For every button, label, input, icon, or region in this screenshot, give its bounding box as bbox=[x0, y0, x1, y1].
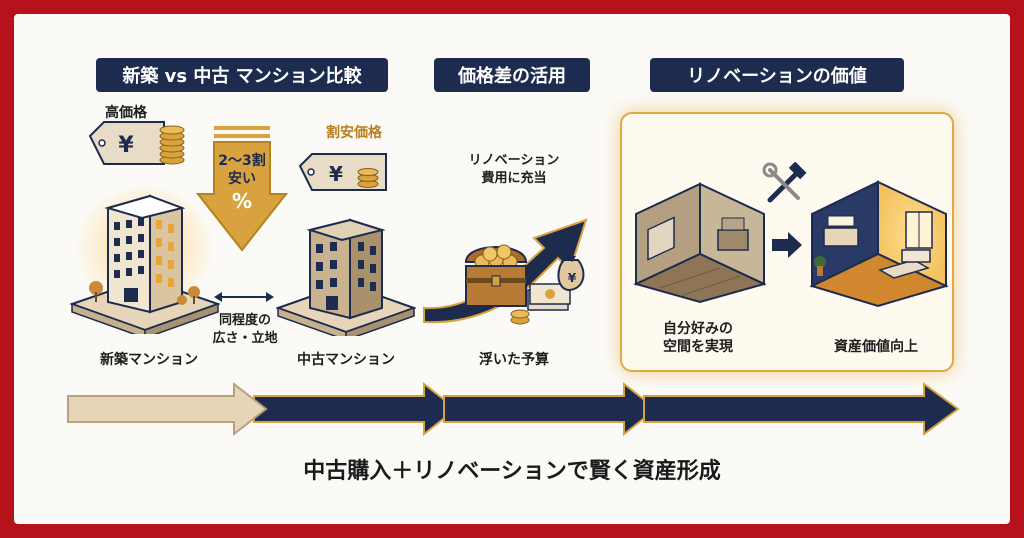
yen-symbol-small: ¥ bbox=[329, 162, 343, 186]
low-price-tag-icon: ¥ bbox=[298, 153, 387, 191]
before-room-icon bbox=[633, 182, 767, 304]
discount-arrow-icon bbox=[196, 126, 288, 252]
budget-use-line2: 費用に充当 bbox=[481, 171, 547, 186]
same-size-line2: 広さ・立地 bbox=[212, 331, 278, 346]
discount-line1: 2〜3割 bbox=[218, 153, 266, 169]
infographic-canvas: 新築 vs 中古 マンション比較 価格差の活用 リノベーションの価値 高価格 ¥ bbox=[14, 14, 1010, 524]
header-compare: 新築 vs 中古 マンション比較 bbox=[96, 58, 388, 92]
flow-arrow-3 bbox=[443, 381, 658, 437]
high-price-tag-icon: ¥ bbox=[88, 121, 185, 165]
new-building-label: 新築マンション bbox=[100, 352, 198, 368]
double-arrow-icon bbox=[214, 292, 274, 302]
own-space-line1: 自分好みの bbox=[663, 321, 733, 337]
new-building-icon bbox=[70, 188, 220, 334]
yen-symbol: ¥ bbox=[118, 133, 134, 158]
saved-budget-label: 浮いた予算 bbox=[479, 352, 549, 368]
tools-icon bbox=[762, 162, 807, 203]
budget-use-line1: リノベーション bbox=[468, 153, 560, 168]
treasure-chest-icon: ¥ bbox=[464, 244, 585, 325]
same-size-line1: 同程度の bbox=[218, 313, 271, 328]
percent-symbol: % bbox=[231, 189, 253, 213]
header-renovation-value: リノベーションの価値 bbox=[650, 58, 904, 92]
used-building-label: 中古マンション bbox=[297, 352, 395, 368]
high-price-label: 高価格 bbox=[105, 105, 147, 121]
flow-arrow-1 bbox=[67, 381, 268, 437]
money-bag-yen: ¥ bbox=[568, 271, 577, 285]
flow-arrow-4 bbox=[643, 382, 960, 436]
transform-arrow-icon bbox=[772, 232, 802, 258]
low-price-label: 割安価格 bbox=[326, 125, 382, 141]
after-room-icon bbox=[809, 180, 949, 308]
own-space-line2: 空間を実現 bbox=[663, 339, 733, 355]
footer-tagline: 中古購入＋リノベーションで賢く資産形成 bbox=[303, 459, 721, 484]
asset-value-up-label: 資産価値向上 bbox=[834, 339, 918, 355]
used-building-icon bbox=[276, 218, 416, 336]
discount-line2: 安い bbox=[228, 171, 256, 187]
flow-arrows bbox=[67, 381, 960, 437]
flow-arrow-2 bbox=[253, 381, 458, 437]
header-price-diff: 価格差の活用 bbox=[434, 58, 590, 92]
